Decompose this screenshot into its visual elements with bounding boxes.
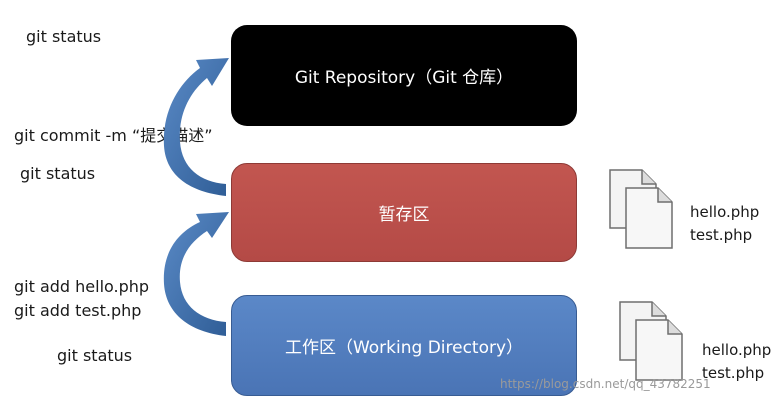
git-repository-label: Git Repository（Git 仓库）	[294, 68, 514, 88]
working-files-list: hello.php test.php	[702, 339, 771, 385]
working-file-test: test.php	[702, 364, 765, 382]
git-add-test-label: git add test.php	[14, 301, 142, 320]
staged-files-list: hello.php test.php	[690, 201, 759, 247]
documents-icon	[609, 169, 673, 249]
git-status-middle-label: git status	[20, 164, 96, 183]
commit-arrow	[163, 58, 229, 196]
git-status-bottom-label: git status	[57, 346, 133, 365]
git-commit-label: git commit -m “提交描述”	[14, 126, 213, 145]
git-add-hello-label: git add hello.php	[14, 277, 150, 296]
staged-file-test: test.php	[690, 226, 753, 244]
staging-area-box: 暂存区	[231, 163, 577, 262]
staged-file-hello: hello.php	[690, 203, 760, 221]
watermark: https://blog.csdn.net/qq_43782251	[500, 377, 711, 391]
working-file-hello: hello.php	[702, 341, 772, 359]
working-directory-label: 工作区（Working Directory）	[284, 338, 524, 358]
git-repository-box: Git Repository（Git 仓库）	[231, 25, 577, 126]
working-directory-box: 工作区（Working Directory）	[231, 295, 577, 396]
add-arrow	[163, 212, 229, 336]
documents-icon	[619, 301, 683, 381]
git-status-top-label: git status	[26, 27, 102, 46]
staging-area-label: 暂存区	[378, 205, 430, 225]
